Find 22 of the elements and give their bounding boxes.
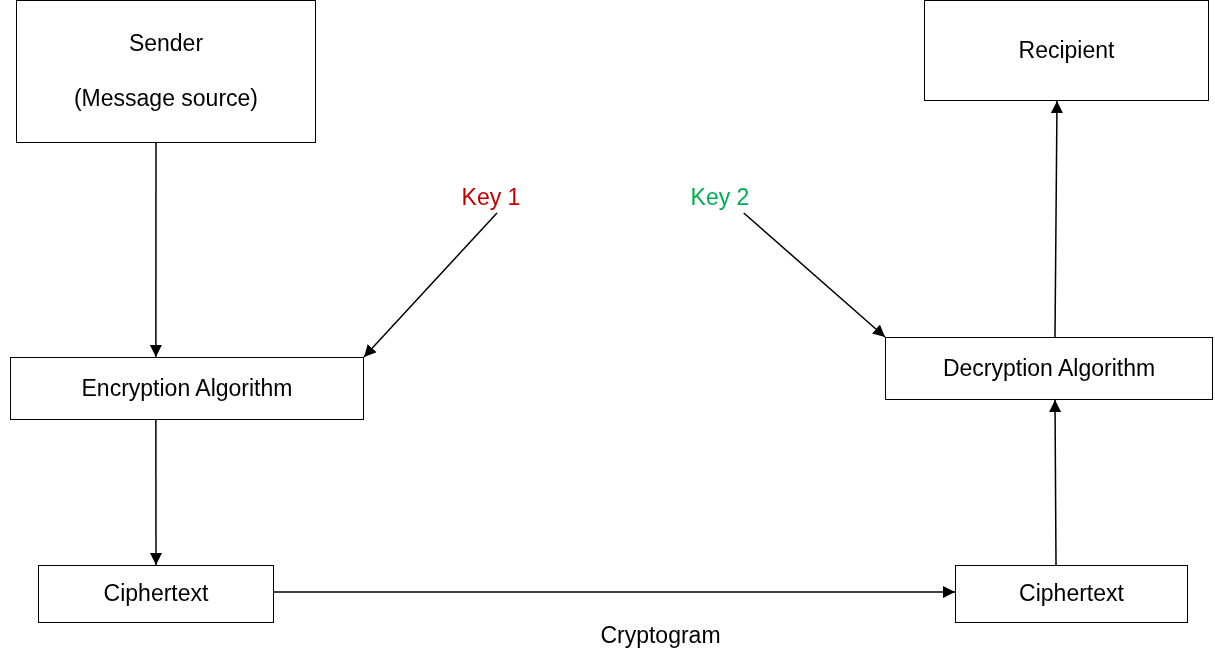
box-label: Decryption Algorithm bbox=[942, 354, 1156, 383]
box-label: Recipient bbox=[1018, 36, 1115, 65]
arrow bbox=[149, 142, 162, 358]
process-box bbox=[38, 565, 274, 623]
box-label: Sender bbox=[128, 30, 204, 59]
key-label: Key 2 bbox=[690, 184, 750, 212]
box-label: (Message source) bbox=[73, 84, 259, 113]
arrow bbox=[1050, 100, 1063, 338]
arrow bbox=[150, 419, 162, 566]
process-box bbox=[955, 565, 1188, 623]
process-box bbox=[924, 0, 1209, 101]
arrow bbox=[1049, 399, 1062, 566]
process-box bbox=[16, 0, 316, 143]
arrow bbox=[273, 586, 956, 599]
process-box bbox=[10, 357, 364, 420]
box-label: Encryption Algorithm bbox=[81, 374, 293, 403]
key-label: Key 1 bbox=[461, 184, 521, 212]
box-label: Ciphertext bbox=[1019, 580, 1124, 608]
box-label: Ciphertext bbox=[103, 580, 209, 608]
arrow bbox=[363, 212, 498, 358]
arrow bbox=[743, 212, 886, 338]
process-box bbox=[885, 337, 1213, 400]
